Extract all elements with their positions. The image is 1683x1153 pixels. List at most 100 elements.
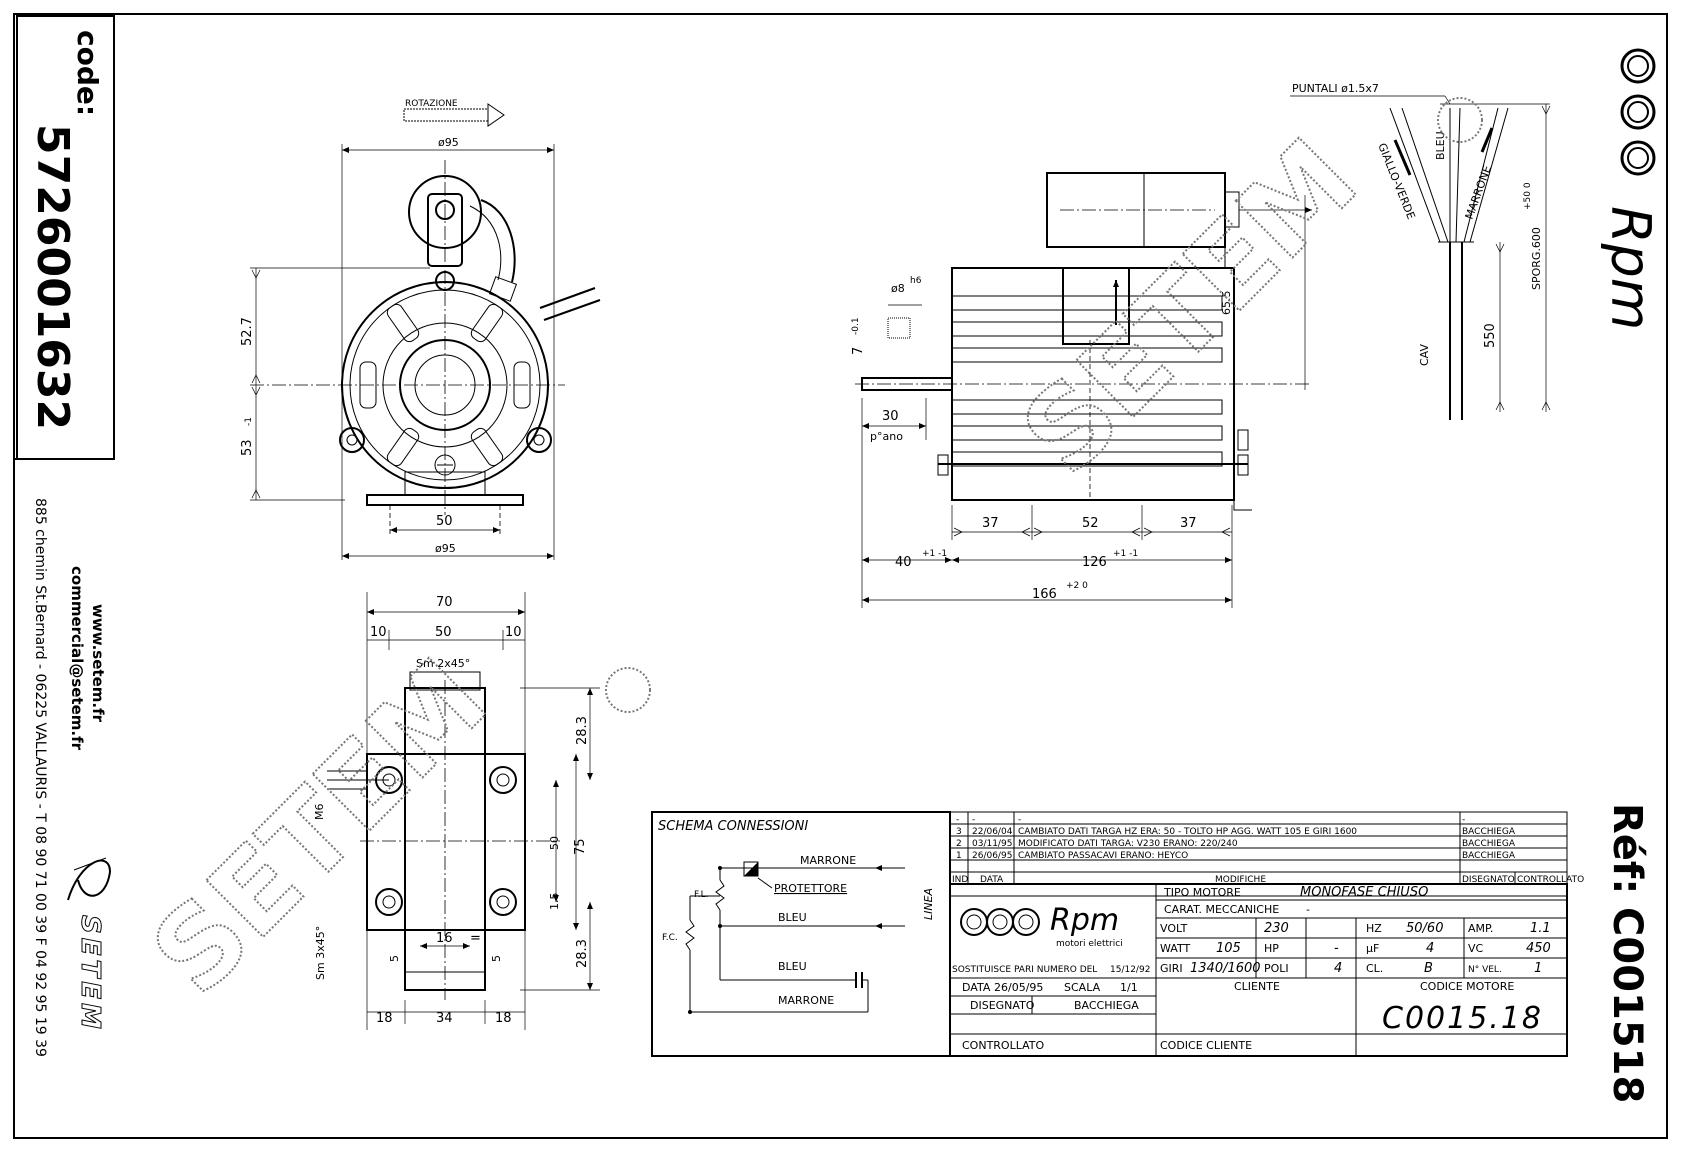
giri-label: GIRI	[1160, 962, 1183, 975]
schema-bleu-2: BLEU	[778, 960, 807, 973]
rev-h-ind: IND	[952, 875, 968, 885]
rev-ind: -	[956, 815, 959, 825]
rev-desc: MODIFICATO DATI TARGA: V230 ERANO: 220/2…	[1018, 839, 1238, 849]
website-link[interactable]: www.setem.fr	[89, 604, 107, 723]
dim-550-label: 550	[1483, 323, 1498, 348]
rev-h-data: DATA	[980, 875, 1004, 885]
codice-cliente-label: CODICE CLIENTE	[1160, 1039, 1252, 1052]
cable-length-label: SPORG.600	[1530, 227, 1543, 290]
dim-18a-label: 18	[376, 1011, 393, 1026]
rev-desc: CAMBIATO PASSACAVI ERANO: HEYCO	[1018, 851, 1188, 861]
wire-bleu-label: BLEU	[1434, 131, 1447, 160]
tipo-value: MONOFASE CHIUSO	[1300, 885, 1428, 900]
dim-65-label: 65.5	[1220, 291, 1233, 316]
dim-30-label: 30	[882, 409, 899, 424]
nvel-label: N° VEL.	[1468, 965, 1502, 975]
right-sidebar: Rpm Réf: C001518	[1599, 48, 1662, 1103]
dia-top-label: ø95	[438, 136, 459, 149]
schema-linea: LINEA	[922, 888, 935, 920]
volt-value: 230	[1264, 921, 1289, 936]
amp-label: AMP.	[1468, 922, 1493, 935]
email-link[interactable]: commercial@setem.fr	[68, 566, 86, 751]
schema-marrone-top: MARRONE	[800, 854, 856, 867]
watt-label: WATT	[1160, 942, 1190, 955]
shaft-dia-label: ø8	[891, 282, 905, 295]
carat-value: -	[1306, 903, 1310, 916]
disegnato-label: DISEGNATO	[970, 999, 1035, 1012]
puntali-label: PUNTALI ø1.5x7	[1292, 82, 1379, 95]
uf-label: µF	[1366, 942, 1379, 955]
ref-value: C001518	[1604, 907, 1650, 1103]
dim-15-label: 1.5	[548, 893, 561, 911]
cliente-label: CLIENTE	[1234, 980, 1280, 993]
dim-126-label: 126	[1082, 555, 1107, 570]
rev-desc: CAMBIATO DATI TARGA HZ ERA: 50 - TOLTO H…	[1018, 827, 1357, 837]
vc-value: 450	[1526, 941, 1551, 956]
hp-label: HP	[1264, 942, 1279, 955]
eq-label: =	[470, 931, 481, 946]
shaft-tol-label: h6	[910, 276, 922, 286]
cable-tol-label: +50 0	[1523, 182, 1533, 210]
data-value: 26/05/95	[994, 981, 1043, 994]
controllato-label: CONTROLLATO	[962, 1039, 1044, 1052]
dim-5b-label: 5	[490, 955, 503, 962]
address-text: 885 chemin St.Bernard - 06225 VALLAURIS …	[32, 498, 48, 1057]
dim-lower-tol: -1	[244, 417, 254, 426]
flat-tol-label: -0.1	[851, 317, 861, 335]
slot-label: Sm 3x45°	[314, 926, 327, 980]
titleblock-rpm-sub: motori elettrici	[1056, 939, 1123, 949]
dim-50-label: 50	[435, 625, 452, 640]
dim-18b-label: 18	[495, 1011, 512, 1026]
schema-marrone-bottom: MARRONE	[778, 994, 834, 1007]
dim-lower-label: 53	[240, 439, 255, 456]
sheet-border	[13, 13, 1668, 1139]
schema-title: SCHEMA CONNESSIONI	[658, 819, 808, 834]
schema-fc: F.C.	[662, 933, 678, 943]
watermark-reg-1	[1437, 97, 1483, 143]
rev-ind: 3	[956, 827, 962, 837]
rev-by: -	[1462, 815, 1465, 825]
base-plate	[366, 753, 526, 931]
dim-base-label: 50	[436, 514, 453, 529]
data-label: DATA	[962, 981, 991, 994]
rev-h-by: DISEGNATO	[1462, 875, 1515, 885]
title-block: Rpm motori elettrici TIPO MOTORE MONOFAS…	[949, 883, 1568, 1057]
rev-desc: -	[1018, 815, 1021, 825]
sost-label: SOSTITUISCE PARI NUMERO DEL	[952, 965, 1097, 975]
dim-5a-label: 5	[388, 955, 401, 962]
dim-40-tol: +1 -1	[922, 549, 947, 559]
code-value: 5726001632	[27, 124, 78, 430]
rev-data: 22/06/04	[972, 827, 1013, 837]
dim-37a-label: 37	[982, 516, 999, 531]
dim-37b-label: 37	[1180, 516, 1197, 531]
uf-value: 4	[1426, 941, 1434, 956]
dim-28b-label: 28.3	[575, 939, 590, 968]
housing-fins	[951, 295, 1223, 467]
cl-value: B	[1424, 961, 1433, 976]
left-sidebar: code: 5726001632 www.setem.fr commercial…	[14, 15, 115, 1057]
wire-gv-label: GIALLO-VERDE	[1375, 141, 1417, 221]
dim-166-tol: +2 0	[1066, 581, 1088, 591]
scala-label: SCALA	[1064, 981, 1101, 994]
flat-label: 7	[851, 347, 866, 355]
wiring-schema: SCHEMA CONNESSIONI MARRONE PROTETTORE BL…	[651, 811, 951, 1057]
setem-brand-text: SETEM	[75, 915, 105, 1033]
rev-ind: 2	[956, 839, 962, 849]
watt-value: 105	[1216, 941, 1241, 956]
dia-bottom-label: ø95	[435, 542, 456, 555]
giri-value: 1340/1600	[1190, 961, 1261, 976]
schema-fl: F.L.	[694, 890, 708, 900]
poli-value: 4	[1334, 961, 1342, 976]
rev-h-ctrl: CONTROLLATO	[1517, 875, 1584, 885]
dim-16-label: 16	[436, 931, 453, 946]
sost-value: 15/12/92	[1110, 965, 1150, 975]
code-label: code:	[71, 30, 104, 116]
front-view: ROTAZIONE ø95 52.7 53 -1	[240, 99, 601, 560]
thread-label: M6	[313, 804, 326, 821]
rev-data: -	[972, 815, 975, 825]
disegnato-value: BACCHIEGA	[1074, 999, 1139, 1012]
dim-50v-label: 50	[548, 836, 561, 850]
dim-75-label: 75	[573, 838, 588, 855]
